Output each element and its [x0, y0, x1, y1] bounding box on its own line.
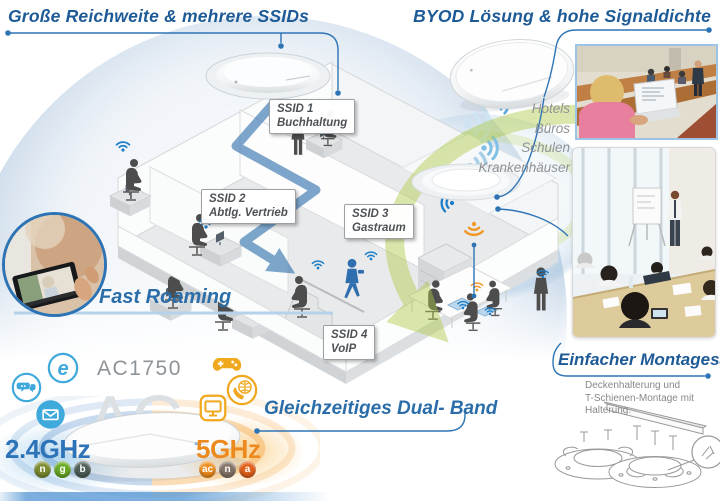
ssid-name: Buchhaltung — [277, 117, 348, 129]
modes-5ghz: ac n a — [199, 461, 259, 478]
callout-dual-band: Gleichzeitiges Dual- Band — [264, 398, 498, 419]
footer-strip — [0, 492, 330, 501]
mounting-note: Deckenhalterung und T-Schienen-Montage m… — [585, 380, 720, 418]
mode-badge-g: g — [54, 461, 71, 478]
mode-badge-n: n — [34, 461, 51, 478]
partition-left — [149, 166, 289, 294]
headline-range-ssids: Große Reichweite & mehrere SSIDs — [8, 6, 310, 26]
use-case-schulen: Schulen — [521, 140, 570, 155]
roaming-arrow — [231, 93, 321, 274]
monitor-icon — [197, 392, 229, 424]
browser-e-icon: e — [47, 352, 79, 384]
waves-24ghz — [0, 396, 152, 501]
ssid-label-3: SSID 3 Gastraum — [344, 204, 414, 239]
mounting-note-line1: Deckenhalterung und — [585, 380, 681, 391]
callout-mounting: Einfacher Montagesatz — [558, 350, 720, 369]
band-24ghz-label: 2.4GHz — [5, 434, 91, 464]
ssid-id: SSID 4 — [331, 329, 368, 341]
fast-roaming-photo — [2, 212, 107, 317]
use-case-krankenhaeuser: Krankenhäuser — [478, 159, 570, 175]
modes-24ghz: n g b — [34, 461, 94, 478]
ssid-name: Gastraum — [352, 222, 406, 234]
mounting-note-line2: T-Schienen-Montage mit Halterung. — [585, 392, 694, 417]
ssid-id: SSID 2 — [209, 193, 246, 205]
use-case-bueros: Büros — [534, 120, 570, 136]
mode-badge-ac: ac — [199, 461, 216, 478]
mode-badge-n5: n — [219, 461, 236, 478]
use-case-hotels: Hotels — [531, 101, 570, 116]
headline-byod: BYOD Lösung & hohe Signaldichte — [413, 6, 711, 26]
ap-gastraum — [411, 163, 521, 201]
ap-product-photo — [449, 39, 575, 112]
mode-badge-b: b — [74, 461, 91, 478]
ssid-label-1: SSID 1 Buchhaltung — [269, 99, 356, 134]
ssid-name: Abtlg. Vertrieb — [209, 207, 288, 219]
model-label: AC1750 — [97, 357, 182, 380]
gamepad-icon — [210, 346, 244, 380]
ssid-label-4: SSID 4 VoIP — [323, 325, 376, 360]
classroom-photo — [575, 44, 718, 140]
ssid-id: SSID 1 — [277, 103, 314, 115]
meeting-room-photo — [572, 147, 716, 338]
ssid-name: VoIP — [331, 343, 357, 355]
svg-text:e: e — [57, 358, 68, 380]
voip-phone-icon — [226, 374, 258, 406]
mail-icon — [35, 399, 66, 430]
callout-fast-roaming: Fast Roaming — [99, 286, 232, 308]
t-rail-diagram — [603, 401, 708, 488]
waves-5ghz — [152, 396, 320, 501]
magnifier-detail — [667, 435, 720, 471]
mounting-diagrams — [554, 401, 720, 488]
band-5ghz-label: 5GHz — [196, 434, 261, 464]
ssid-label-2: SSID 2 Abtlg. Vertrieb — [201, 189, 296, 224]
mode-badge-a: a — [239, 461, 256, 478]
use-case-list: Hotels Büros Schulen Krankenhäuser — [448, 99, 570, 177]
chat-icon — [11, 372, 42, 403]
ap-main — [205, 52, 331, 100]
ssid-id: SSID 3 — [352, 208, 389, 220]
